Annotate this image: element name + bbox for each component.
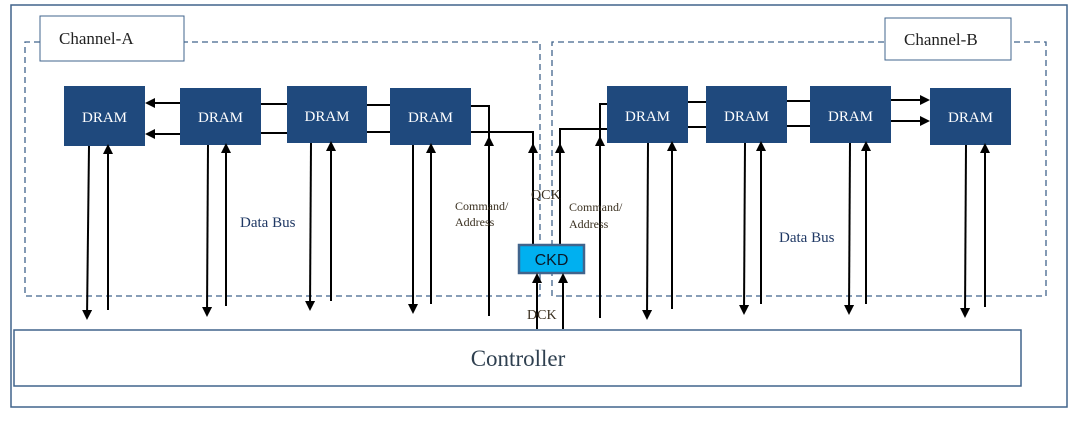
data-bus-b-label: Data Bus (779, 230, 835, 246)
dck-label: DCK (527, 308, 557, 323)
qck-label: QCK (531, 188, 561, 203)
svg-text:DRAM: DRAM (625, 109, 670, 125)
svg-text:DRAM: DRAM (198, 110, 243, 126)
data-bus-b (642, 141, 990, 320)
dck-lines (532, 273, 568, 329)
dram-a3: DRAM (287, 86, 367, 143)
dram-b2: DRAM (706, 86, 787, 143)
channel-b-label: Channel-B (904, 30, 978, 49)
cmd-chain-b (559, 95, 930, 146)
svg-text:DRAM: DRAM (828, 109, 873, 125)
cmd-address-a-label-1: Command/ (455, 199, 509, 213)
svg-text:DRAM: DRAM (304, 109, 349, 125)
cmd-address-lines (484, 136, 605, 318)
controller-box (13, 329, 1022, 387)
channel-a-label: Channel-A (59, 29, 134, 48)
channel-a-label-box (39, 15, 185, 62)
ckd-block: CKD (517, 243, 586, 275)
svg-text:DRAM: DRAM (724, 109, 769, 125)
channel-a-region (24, 41, 541, 297)
dram-a4: DRAM (390, 88, 471, 145)
controller-label: Controller (471, 346, 566, 371)
channel-b-region (551, 41, 1047, 297)
cmd-address-b-label-2: Address (569, 217, 609, 231)
dram-b1: DRAM (607, 86, 688, 143)
outer-frame (10, 4, 1068, 408)
cmd-address-b-label-1: Command/ (569, 200, 623, 214)
channel-b-label-box (884, 17, 1012, 61)
svg-text:DRAM: DRAM (82, 110, 127, 126)
dram-a2: DRAM (180, 88, 261, 145)
data-bus-a-label: Data Bus (240, 215, 296, 231)
cmd-chain-a (145, 98, 534, 146)
data-bus-a (82, 141, 436, 320)
svg-text:DRAM: DRAM (408, 110, 453, 126)
svg-text:CKD: CKD (535, 252, 569, 269)
svg-text:DRAM: DRAM (948, 110, 993, 126)
cmd-address-a-label-2: Address (455, 215, 495, 229)
dram-b4: DRAM (930, 88, 1011, 145)
dram-a1: DRAM (64, 86, 145, 146)
dram-b3: DRAM (810, 86, 891, 143)
